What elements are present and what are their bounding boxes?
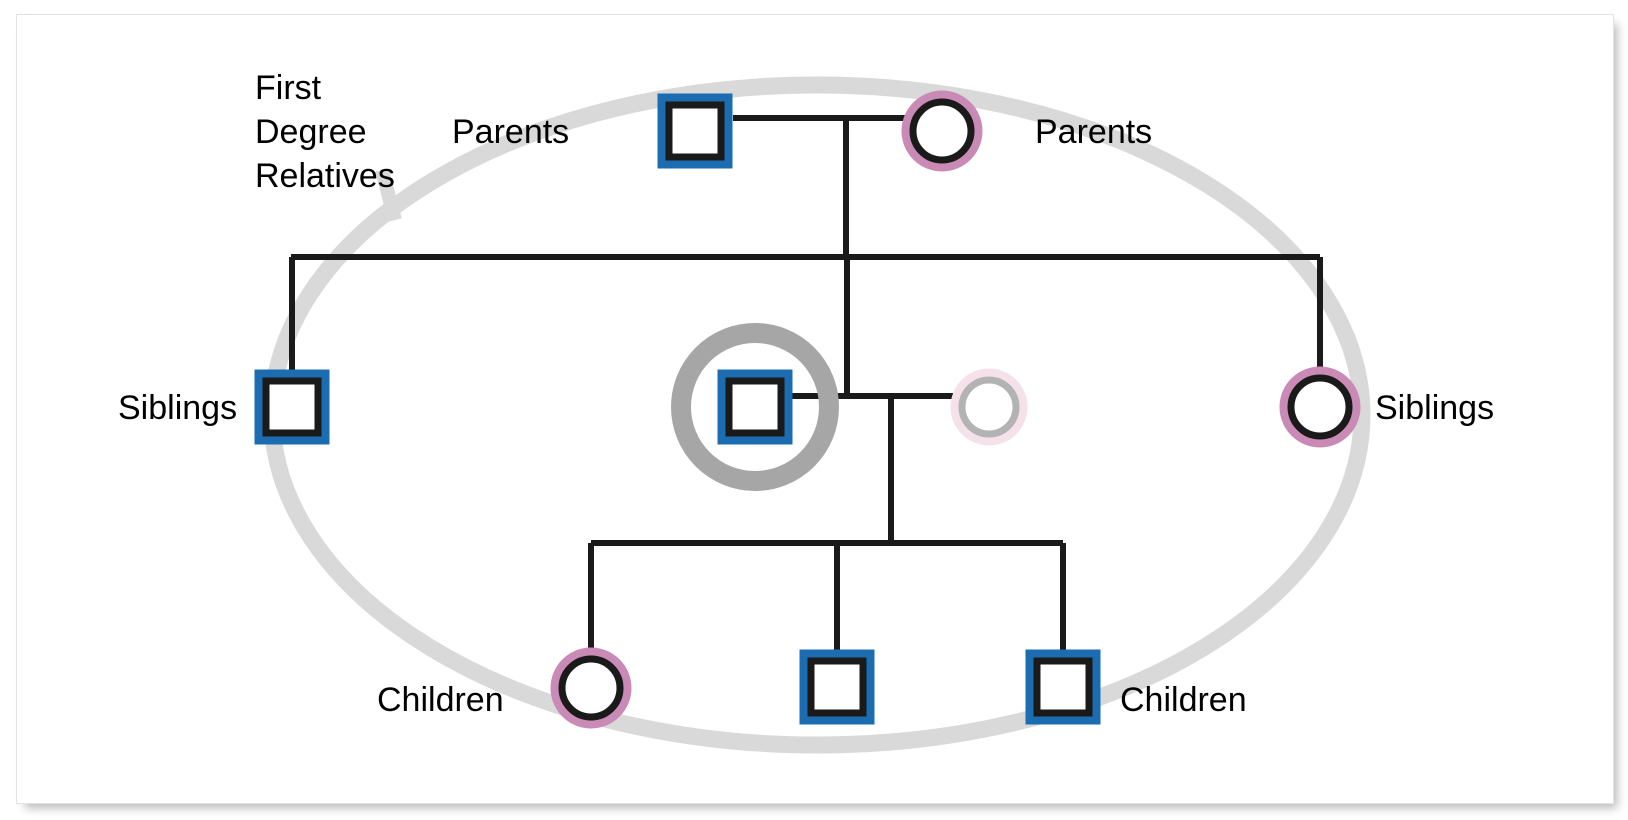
individual-proband[interactable] <box>717 369 793 445</box>
label-siblings-left: Siblings <box>118 389 237 427</box>
individual-child-1[interactable] <box>550 647 632 729</box>
label-first-degree-relatives-line1: First <box>255 69 322 107</box>
label-siblings-right: Siblings <box>1375 389 1494 427</box>
label-children-left: Children <box>377 681 504 719</box>
male-symbol-inner <box>1033 657 1093 717</box>
individual-child-2[interactable] <box>799 649 875 725</box>
individual-sibling-left[interactable] <box>254 369 330 445</box>
male-symbol-inner <box>262 377 322 437</box>
male-symbol-inner <box>725 377 785 437</box>
grouping-ellipse-shape <box>263 76 1371 754</box>
first-degree-relatives-ellipse <box>263 76 1371 754</box>
label-parents-left: Parents <box>452 113 569 151</box>
individual-sibling-right[interactable] <box>1279 366 1361 448</box>
individual-mother[interactable] <box>901 90 983 172</box>
female-symbol-inner <box>909 98 975 164</box>
male-symbol-inner <box>665 101 725 161</box>
label-parents-right: Parents <box>1035 113 1152 151</box>
proband-marker-ring <box>671 323 839 491</box>
female-symbol-inner <box>1287 374 1353 440</box>
grouping-pointer-tick <box>375 168 402 222</box>
individual-father[interactable] <box>657 93 733 169</box>
pedigree-diagram: First Degree Relatives Parents Parents S… <box>118 69 1494 754</box>
male-symbol-inner <box>807 657 867 717</box>
label-first-degree-relatives-line2: Degree <box>255 113 367 151</box>
female-symbol-inner-faded <box>958 376 1020 438</box>
individual-spouse[interactable] <box>950 368 1028 446</box>
diagram-card: First Degree Relatives Parents Parents S… <box>16 14 1614 804</box>
label-children-right: Children <box>1120 681 1247 719</box>
female-symbol-inner <box>558 655 624 721</box>
individual-child-3[interactable] <box>1025 649 1101 725</box>
proband-ring-shape <box>671 323 839 491</box>
connector-lines <box>289 115 1323 655</box>
label-first-degree-relatives-line3: Relatives <box>255 157 395 195</box>
